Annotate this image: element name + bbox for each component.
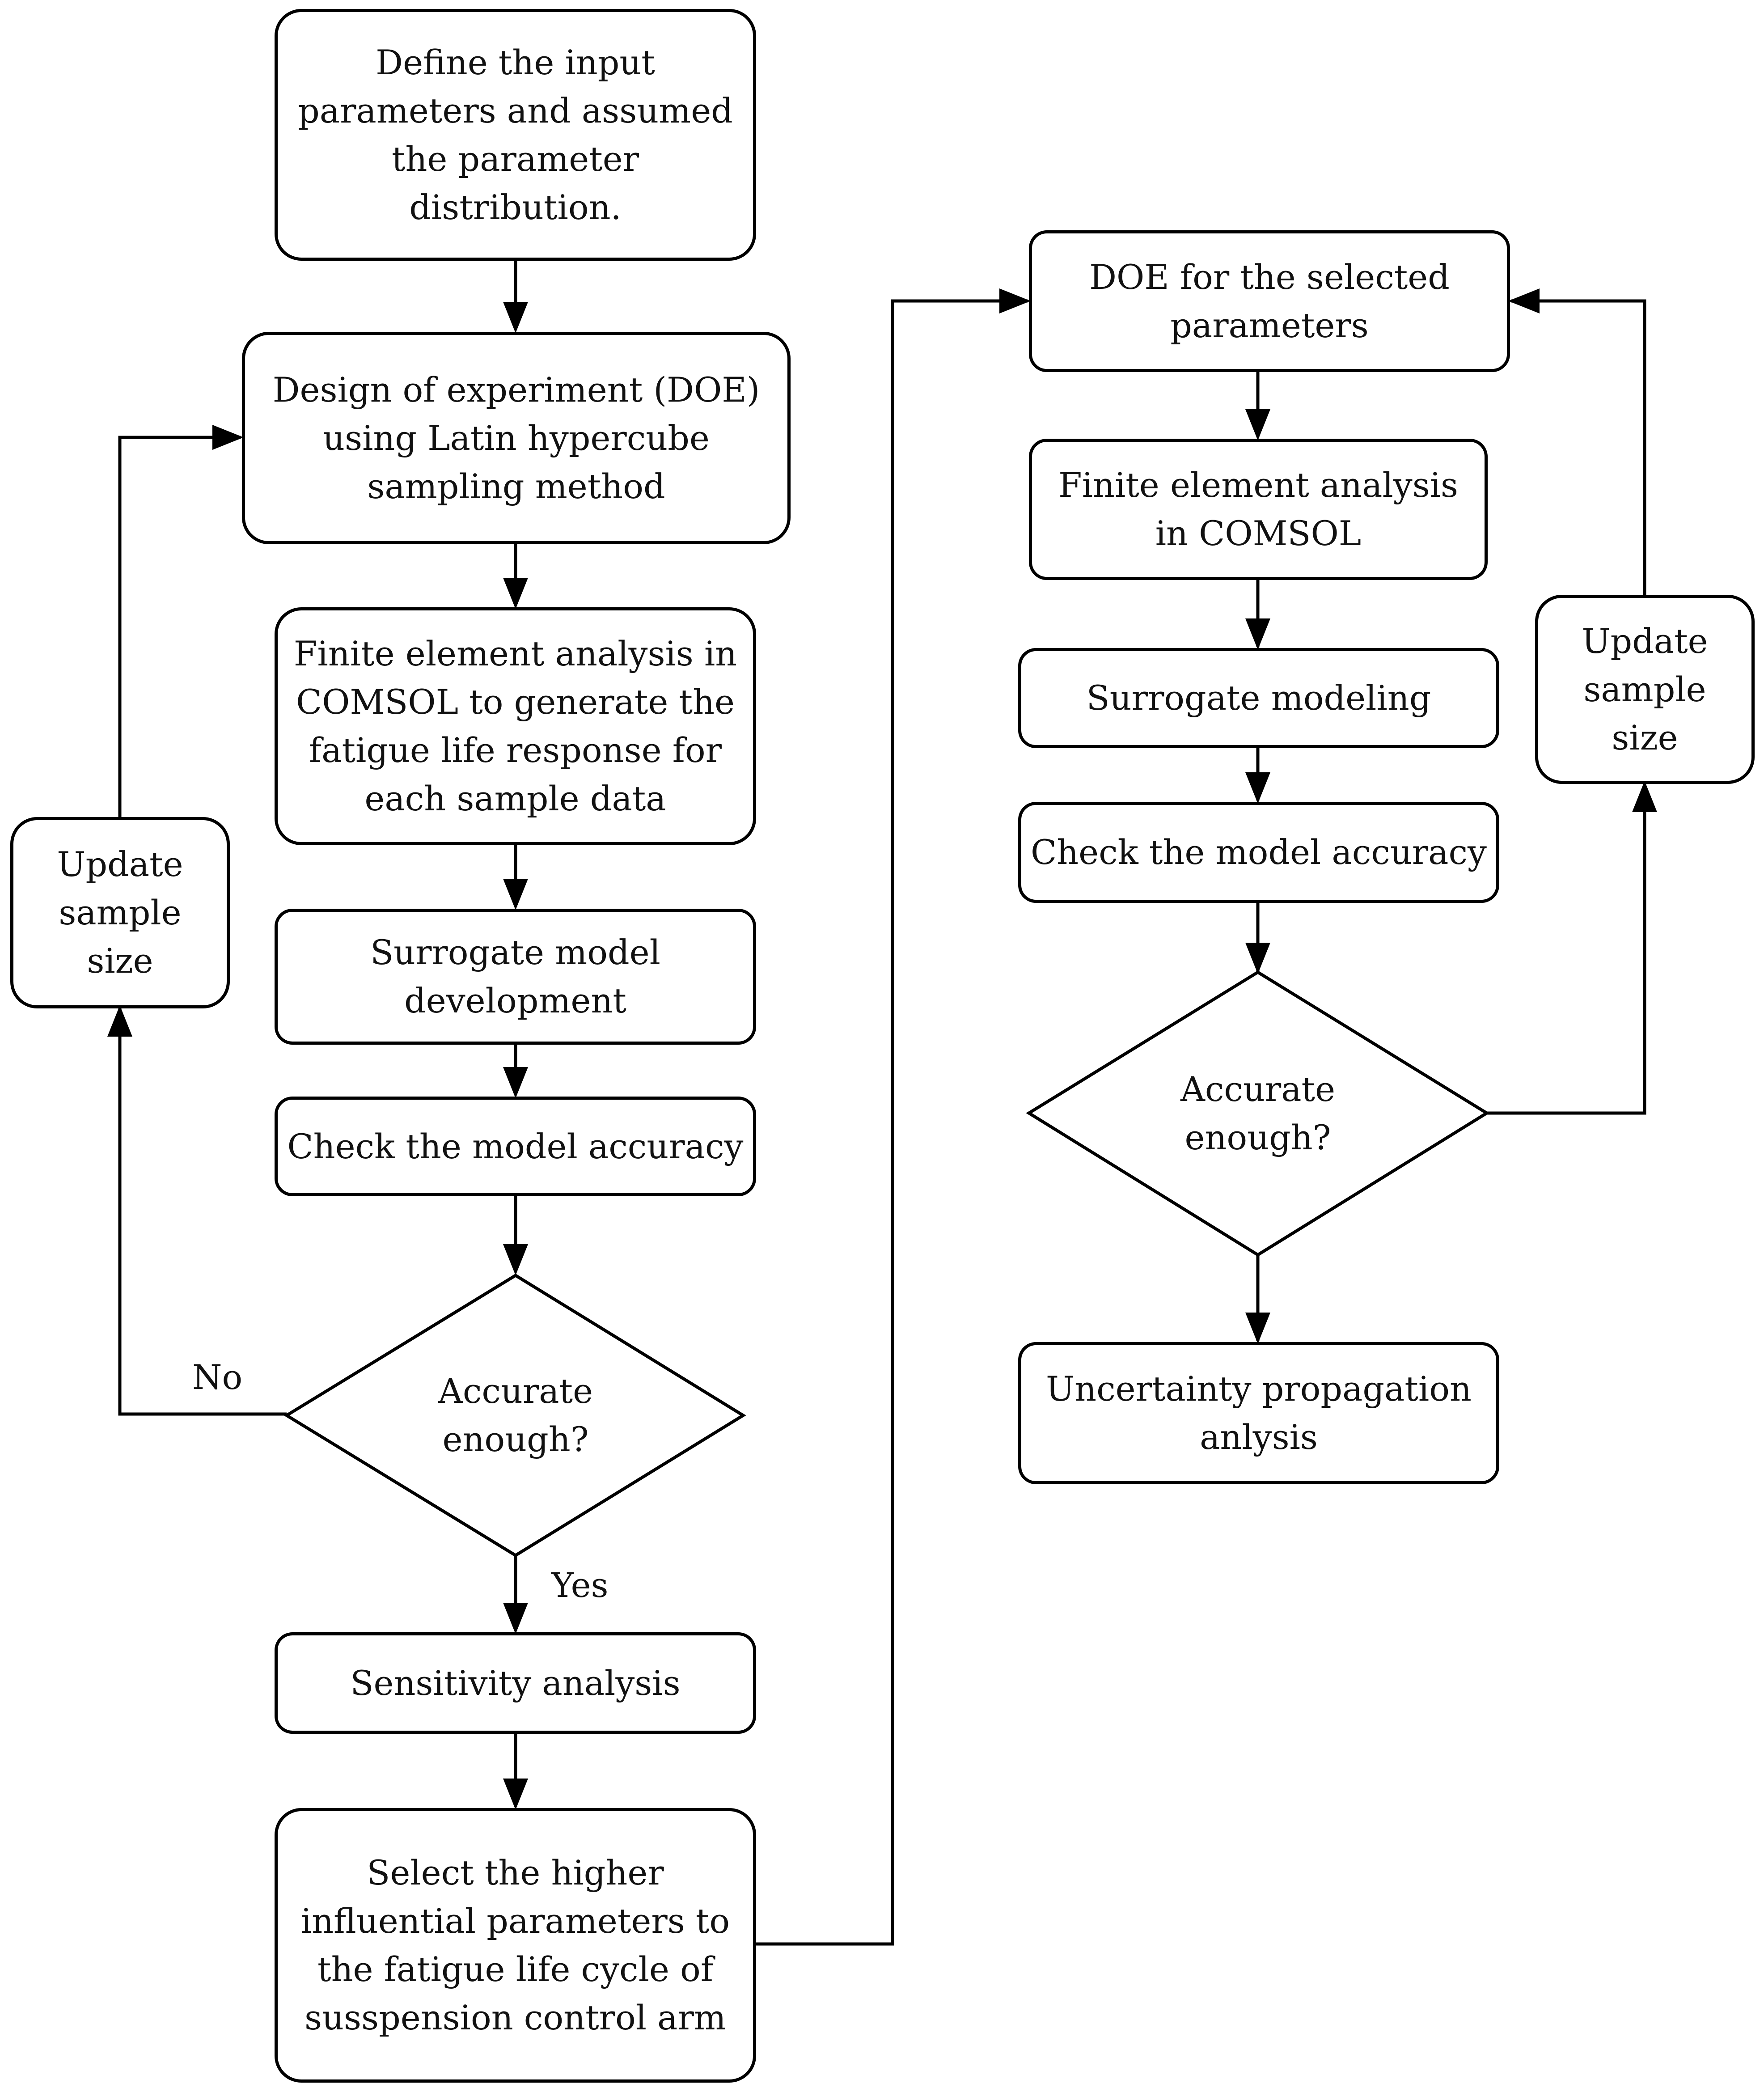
arrow-update-to-doe <box>118 425 244 817</box>
arrow-select-to-doe-selected <box>755 288 1031 1946</box>
decision-text-right: Accurate enough? <box>1180 1069 1336 1157</box>
update-sample-box-left: Update sample size <box>10 817 230 1008</box>
select-parameters-box: Select the higher influential parameters… <box>275 1808 756 2083</box>
check-accuracy-box: Check the model accuracy <box>275 1097 756 1196</box>
decision-text-left: Accurate enough? <box>438 1371 593 1459</box>
surrogate-modeling-box: Surrogate modeling <box>1018 648 1499 748</box>
check-accuracy-right-box: Check the model accuracy <box>1018 802 1499 903</box>
decision-diamond-left <box>283 1273 746 1558</box>
no-label: No <box>192 1357 243 1397</box>
fea-comsol-box: Finite element analysis in COMSOL to gen… <box>275 607 756 845</box>
uncertainty-propagation-box: Uncertainty propagation anlysis <box>1018 1342 1499 1484</box>
surrogate-development-box: Surrogate model development <box>275 909 756 1045</box>
doe-lhs-box: Design of experiment (DOE) using Latin h… <box>242 332 791 544</box>
update-sample-box-right: Update sample size <box>1535 595 1755 784</box>
fea-comsol-right-box: Finite element analysis in COMSOL <box>1029 439 1488 580</box>
define-inputs-box: Define the input parameters and assumed … <box>275 9 756 261</box>
arrow-update-to-doe-selected <box>1508 288 1646 595</box>
arrow-decision-to-update-right <box>1487 781 1657 1115</box>
sensitivity-analysis-box: Sensitivity analysis <box>275 1632 756 1734</box>
arrow-no-to-update <box>107 1005 287 1416</box>
decision-diamond-right <box>1026 970 1490 1257</box>
yes-label: Yes <box>551 1565 609 1605</box>
doe-selected-box: DOE for the selected parameters <box>1029 230 1510 372</box>
